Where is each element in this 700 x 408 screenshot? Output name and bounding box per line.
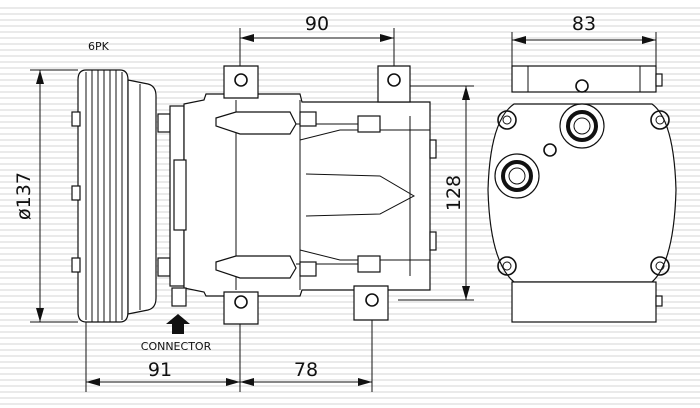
dim-pulley-diameter: ø137: [13, 172, 35, 220]
dim-bottom-left: 91: [148, 359, 172, 381]
pulley: [71, 69, 171, 323]
belt-label: 6PK: [88, 40, 110, 53]
dim-side-width: 83: [572, 13, 596, 35]
dim-bottom-right: 78: [294, 359, 318, 381]
compressor-body: [169, 65, 437, 325]
dim-height: 128: [443, 175, 465, 211]
connector-arrow-icon: [166, 314, 190, 334]
dimension-lines: [30, 28, 657, 392]
side-view: [487, 65, 677, 323]
connector-label: CONNECTOR: [141, 340, 212, 353]
dim-top-width: 90: [305, 13, 329, 35]
